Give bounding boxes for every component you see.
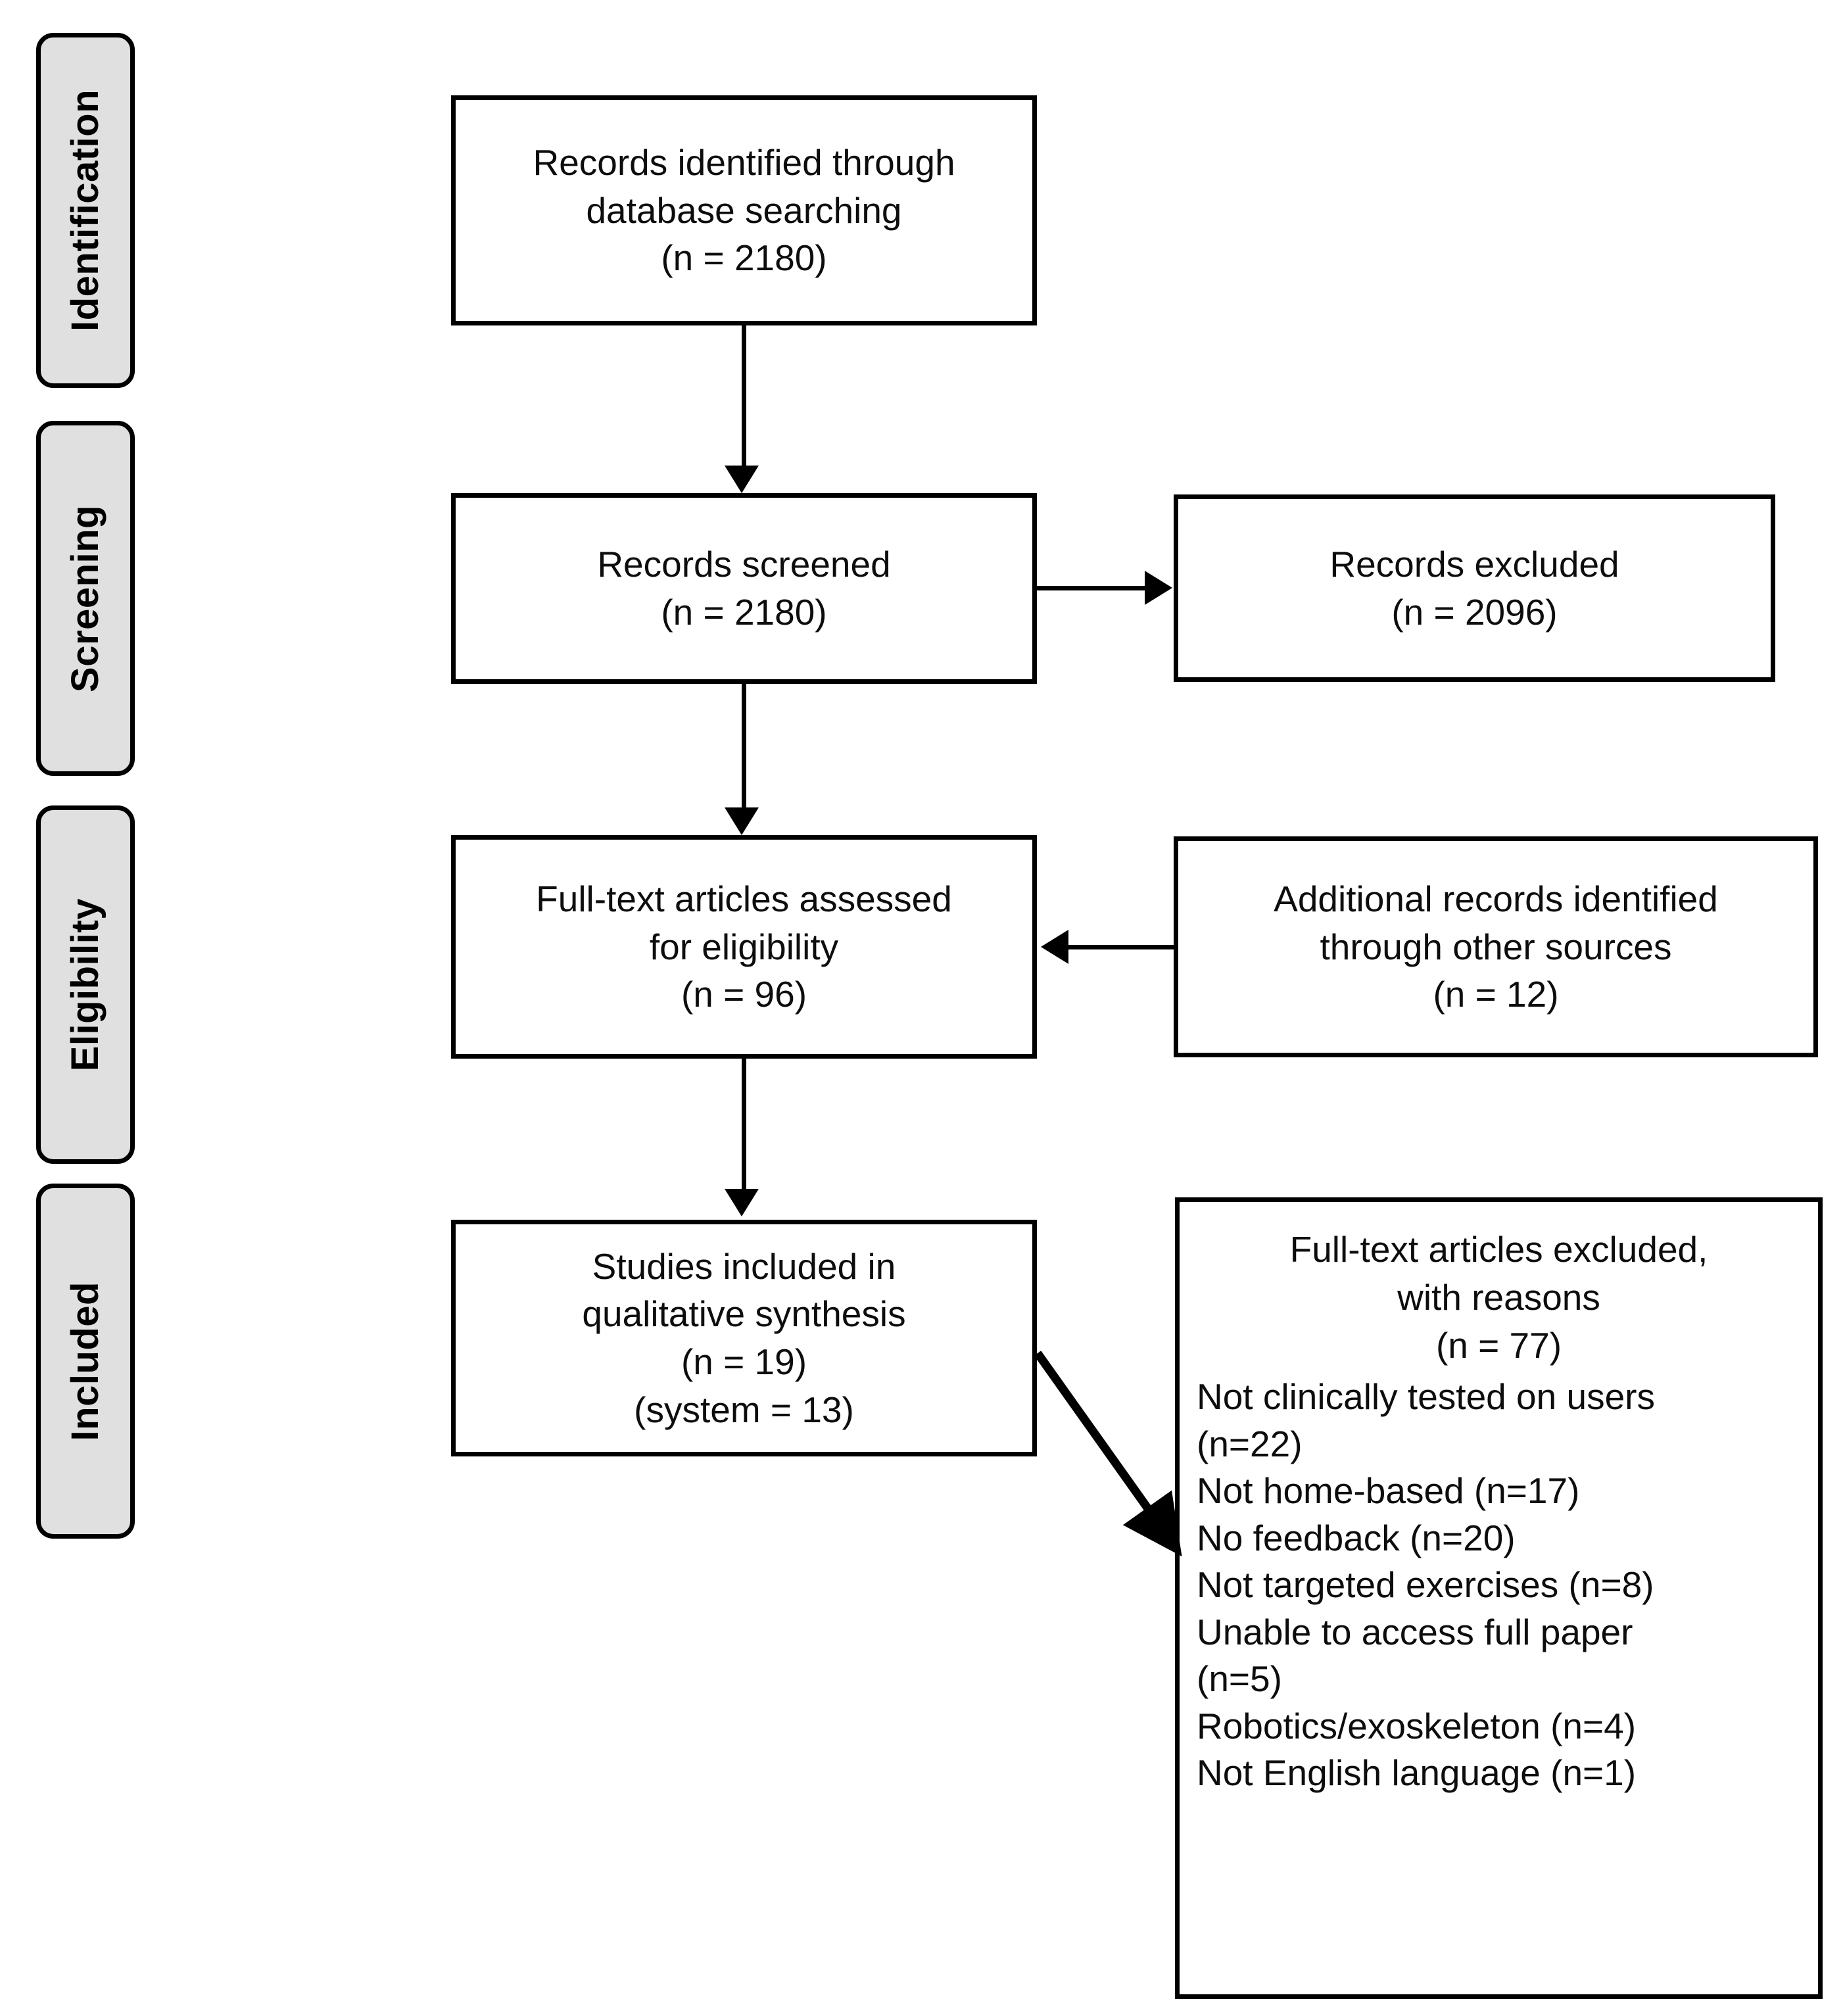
connector-screened-to-assessed <box>742 684 746 809</box>
stage-label-included-text: Included <box>64 1281 107 1441</box>
arrowhead-left-icon <box>1041 930 1068 964</box>
box-records-identified: Records identified through database sear… <box>451 95 1037 325</box>
arrowhead-right-icon <box>1145 571 1172 605</box>
arrowhead-down-icon <box>725 466 759 493</box>
box-fulltext-excluded-heading: Full-text articles excluded, with reason… <box>1289 1229 1708 1366</box>
stage-label-eligibility: Eligibility <box>36 805 135 1164</box>
stage-label-eligibility-text: Eligibility <box>64 898 107 1072</box>
reason-item: Not home-based (n=17) <box>1197 1470 1580 1512</box>
reason-item: Robotics/exoskeleton (n=4) <box>1197 1705 1637 1746</box>
reason-item: Unable to access full paper <box>1197 1611 1633 1652</box>
box-studies-included-text: Studies included in qualitative synthesi… <box>582 1245 906 1430</box>
box-records-identified-text: Records identified through database sear… <box>533 142 955 279</box>
box-fulltext-assessed: Full-text articles assessed for eligibil… <box>451 835 1037 1059</box>
box-records-excluded: Records excluded (n = 2096) <box>1174 494 1775 682</box>
connector-screened-to-excluded <box>1037 586 1146 590</box>
stage-label-included: Included <box>36 1184 135 1539</box>
reason-item: Not clinically tested on users <box>1197 1376 1655 1418</box>
arrowhead-down-icon <box>725 807 759 835</box>
exclusion-reasons-list: Not clinically tested on users (n=22) No… <box>1197 1374 1801 1797</box>
connector-additional-to-assessed <box>1068 945 1175 949</box>
reason-item: (n=22) <box>1197 1423 1303 1464</box>
stage-label-identification-text: Identification <box>64 89 107 331</box>
reason-item: No feedback (n=20) <box>1197 1517 1516 1558</box>
stage-label-screening: Screening <box>36 421 135 776</box>
box-additional-records-text: Additional records identified through ot… <box>1274 878 1718 1015</box>
arrowhead-down-icon <box>725 1189 759 1216</box>
box-records-screened-text: Records screened (n = 2180) <box>597 544 891 633</box>
box-additional-records: Additional records identified through ot… <box>1174 836 1818 1057</box>
box-fulltext-assessed-text: Full-text articles assessed for eligibil… <box>536 878 952 1015</box>
connector-identified-to-screened <box>742 325 746 467</box>
connector-assessed-to-included <box>742 1059 746 1190</box>
stage-label-screening-text: Screening <box>64 504 107 692</box>
box-studies-included: Studies included in qualitative synthesi… <box>451 1220 1037 1456</box>
box-fulltext-excluded: Full-text articles excluded, with reason… <box>1175 1197 1823 1999</box>
reason-item: Not English language (n=1) <box>1197 1752 1637 1794</box>
reason-item: Not targeted exercises (n=8) <box>1197 1564 1654 1606</box>
box-records-excluded-text: Records excluded (n = 2096) <box>1329 543 1619 633</box>
stage-label-identification: Identification <box>36 33 135 388</box>
reason-item: (n=5) <box>1197 1658 1282 1700</box>
box-records-screened: Records screened (n = 2180) <box>451 493 1037 684</box>
